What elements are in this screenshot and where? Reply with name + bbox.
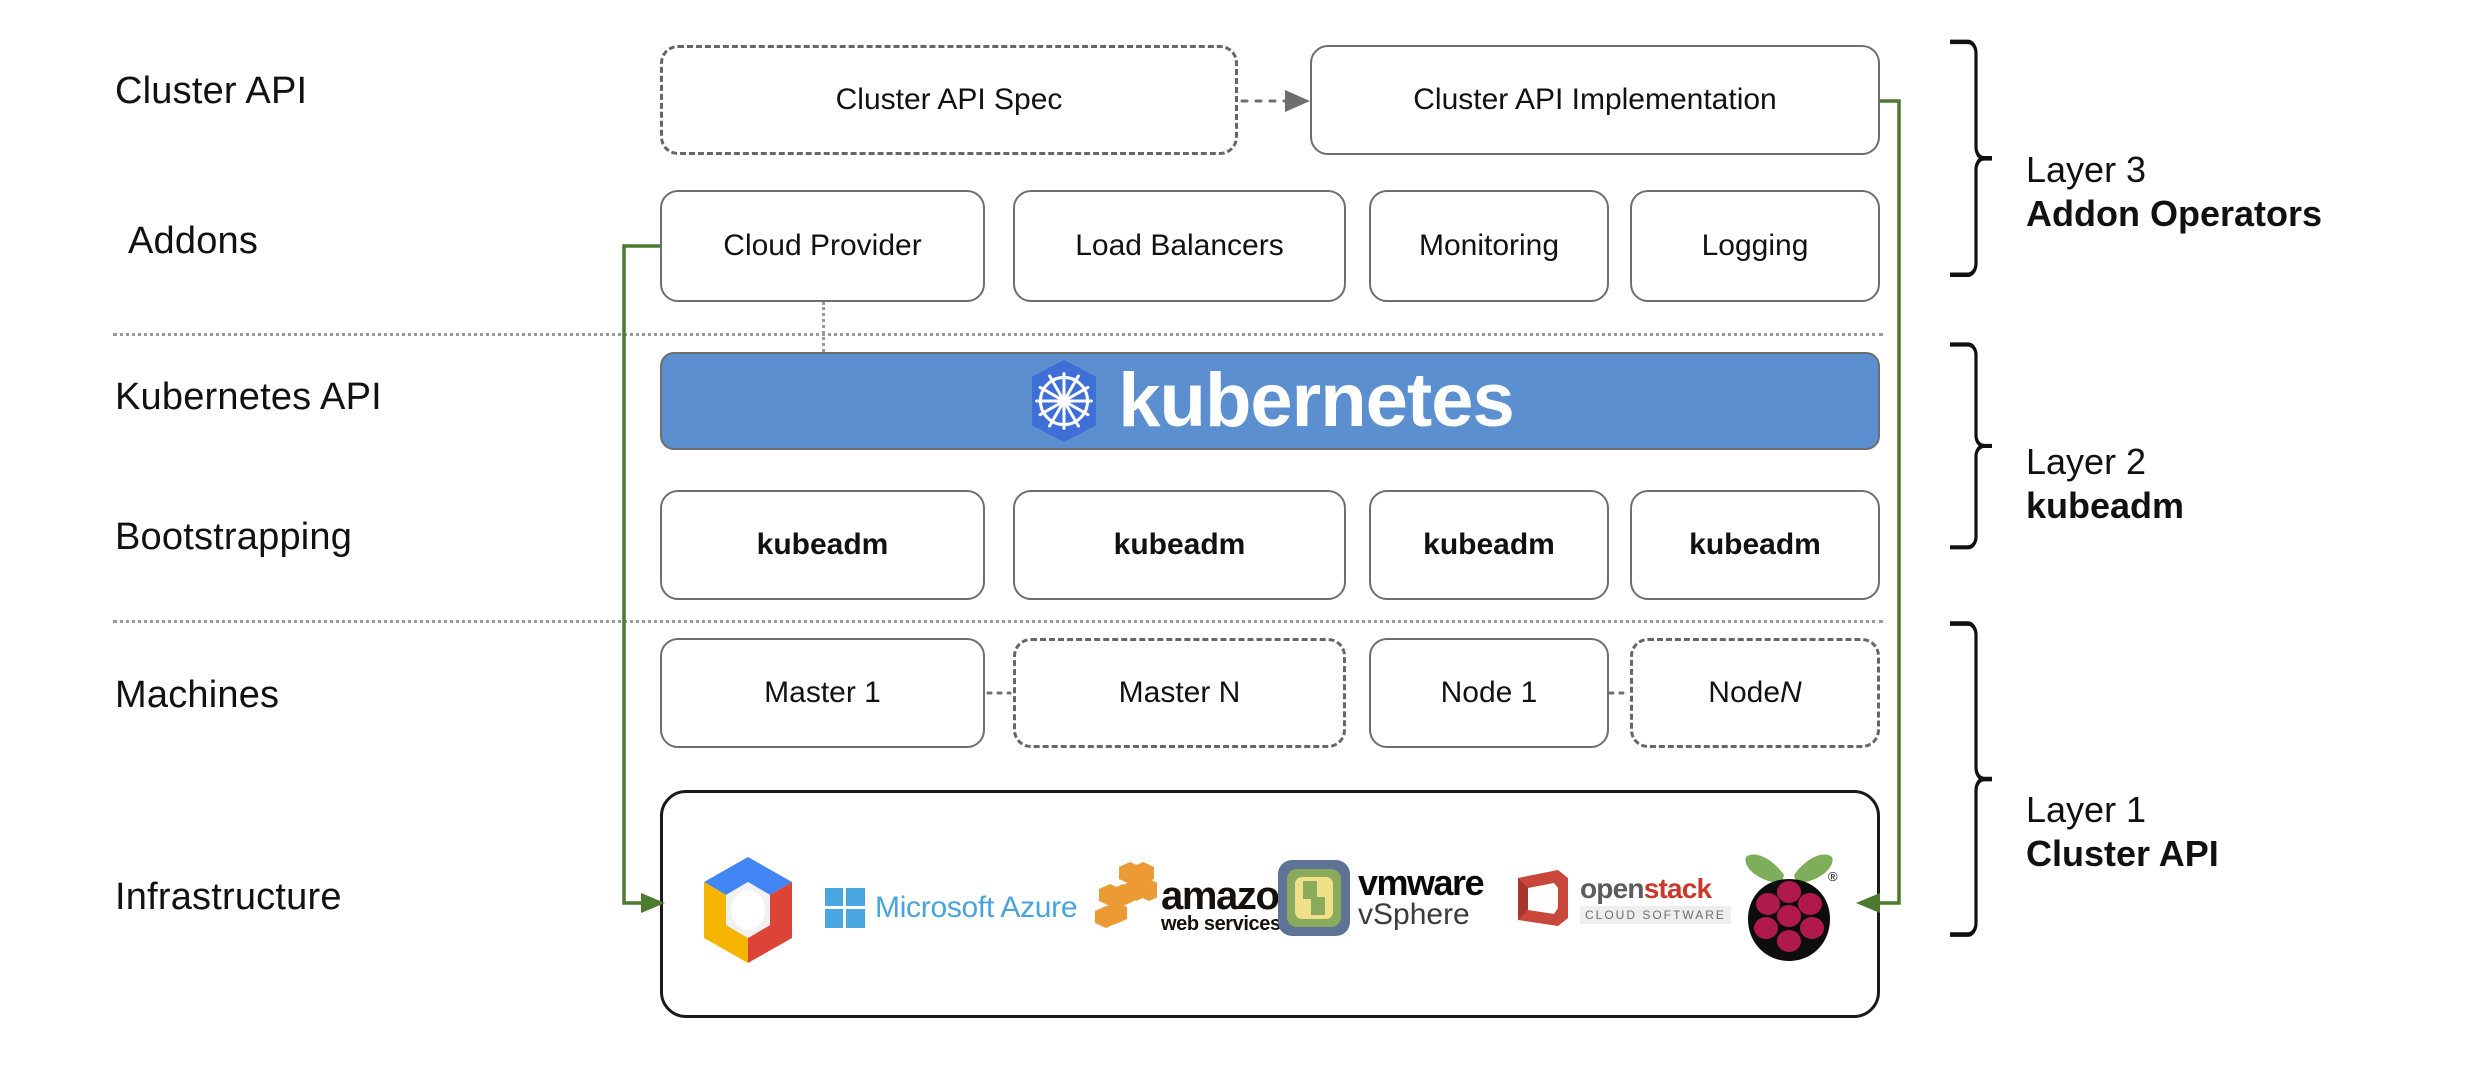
row-label-addons: Addons (128, 220, 259, 262)
bootstrap-label: kubeadm (756, 528, 889, 561)
aws-cubes-icon (1095, 862, 1157, 928)
layer-1-name: Layer 1 (2026, 789, 2147, 830)
bootstrap-label: kubeadm (1423, 528, 1555, 561)
azure-wordmark: Microsoft Azure (875, 891, 1078, 924)
svg-text:®: ® (1828, 869, 1838, 884)
addon-label: Logging (1701, 229, 1809, 262)
cluster-api-implementation-box[interactable]: Cluster API Implementation (1310, 45, 1880, 155)
machine-label: Node 1 (1440, 676, 1538, 709)
google-cloud-platform-logo (700, 855, 796, 965)
layer-caption-3: Layer 3 Addon Operators (2026, 148, 2322, 236)
machine-label: Master 1 (764, 676, 881, 709)
addon-box-monitoring[interactable]: Monitoring (1369, 190, 1609, 302)
brace-layer-1 (1950, 621, 1992, 937)
layer-1-title: Cluster API (2026, 832, 2219, 874)
row-label-machines: Machines (115, 674, 280, 716)
machine-box-master-1[interactable]: Master 1 (660, 638, 985, 748)
row-label-bootstrapping: Bootstrapping (115, 516, 353, 558)
brace-layer-2 (1950, 342, 1992, 550)
layer-3-name: Layer 3 (2026, 149, 2147, 190)
openstack-sublabel: CLOUD SOFTWARE (1580, 905, 1731, 924)
machine-box-node-1[interactable]: Node 1 (1369, 638, 1609, 748)
amazon-sublabel: web services (1161, 913, 1281, 935)
bootstrap-label: kubeadm (1689, 528, 1821, 561)
machine-label: Node (1708, 676, 1781, 709)
addon-label: Monitoring (1418, 229, 1560, 262)
cluster-api-implementation-label: Cluster API Implementation (1413, 83, 1777, 116)
bootstrap-box-4[interactable]: kubeadm (1630, 490, 1880, 600)
openstack-wordmark: openstack (1580, 872, 1731, 904)
machine-box-master-n[interactable]: Master N (1013, 638, 1346, 748)
machine-box-node-n[interactable]: Node N (1630, 638, 1880, 748)
brace-layer-3 (1950, 39, 1992, 278)
separator-layer3-layer2 (113, 333, 1883, 336)
vsphere-sublabel: vSphere (1358, 897, 1470, 931)
row-label-kubernetes-api: Kubernetes API (115, 376, 382, 418)
vmware-wordmark: vmware (1358, 862, 1485, 904)
layer-3-title: Addon Operators (2026, 192, 2323, 234)
openstack-word-open: open (1580, 872, 1644, 904)
vsphere-icon (1278, 860, 1350, 936)
kubernetes-wordmark: kubernetes (1118, 358, 1514, 443)
openstack-word-stack: stack (1643, 872, 1712, 904)
layer-2-name: Layer 2 (2026, 441, 2147, 482)
addon-box-cloud-provider[interactable]: Cloud Provider (660, 190, 985, 302)
openstack-logo: openstack CLOUD SOFTWARE (1512, 868, 1731, 930)
layer-caption-2: Layer 2 kubeadm (2026, 440, 2184, 528)
kubernetes-banner[interactable]: kubernetes (660, 352, 1880, 450)
separator-layer2-layer1 (113, 620, 1883, 623)
bootstrap-box-2[interactable]: kubeadm (1013, 490, 1346, 600)
gcp-hexagon-icon (704, 857, 792, 963)
amazon-web-services-logo: amazon web services (1095, 862, 1303, 935)
addon-box-logging[interactable]: Logging (1630, 190, 1880, 302)
microsoft-windows-icon (825, 888, 865, 928)
vmware-vsphere-logo: vmware vSphere (1278, 860, 1485, 936)
addon-box-load-balancers[interactable]: Load Balancers (1013, 190, 1346, 302)
row-label-infrastructure: Infrastructure (115, 876, 342, 918)
raspberry-pi-logo: ® (1740, 845, 1838, 965)
implementation-to-infrastructure-line (1878, 99, 1901, 905)
raspberry-pi-icon: ® (1745, 854, 1838, 961)
cluster-api-spec-label: Cluster API Spec (835, 83, 1063, 116)
bootstrap-box-3[interactable]: kubeadm (1369, 490, 1609, 600)
cloud-provider-to-infrastructure-line (622, 244, 660, 905)
row-label-cluster-api: Cluster API (115, 70, 308, 112)
cluster-api-spec-box[interactable]: Cluster API Spec (660, 45, 1238, 155)
bootstrap-box-1[interactable]: kubeadm (660, 490, 985, 600)
machine-label: Master N (1118, 676, 1241, 709)
machine-label-italic: N (1780, 676, 1802, 709)
addon-label: Cloud Provider (723, 229, 922, 262)
layer-caption-1: Layer 1 Cluster API (2026, 788, 2219, 876)
openstack-icon (1518, 870, 1568, 926)
addon-label: Load Balancers (1075, 229, 1284, 262)
cloud-provider-to-kubernetes-connector (822, 302, 825, 352)
kubernetes-helm-wheel-icon (1032, 359, 1097, 443)
layer-2-title: kubeadm (2026, 484, 2185, 526)
bootstrap-label: kubeadm (1113, 528, 1246, 561)
microsoft-azure-logo: Microsoft Azure (825, 888, 1078, 928)
